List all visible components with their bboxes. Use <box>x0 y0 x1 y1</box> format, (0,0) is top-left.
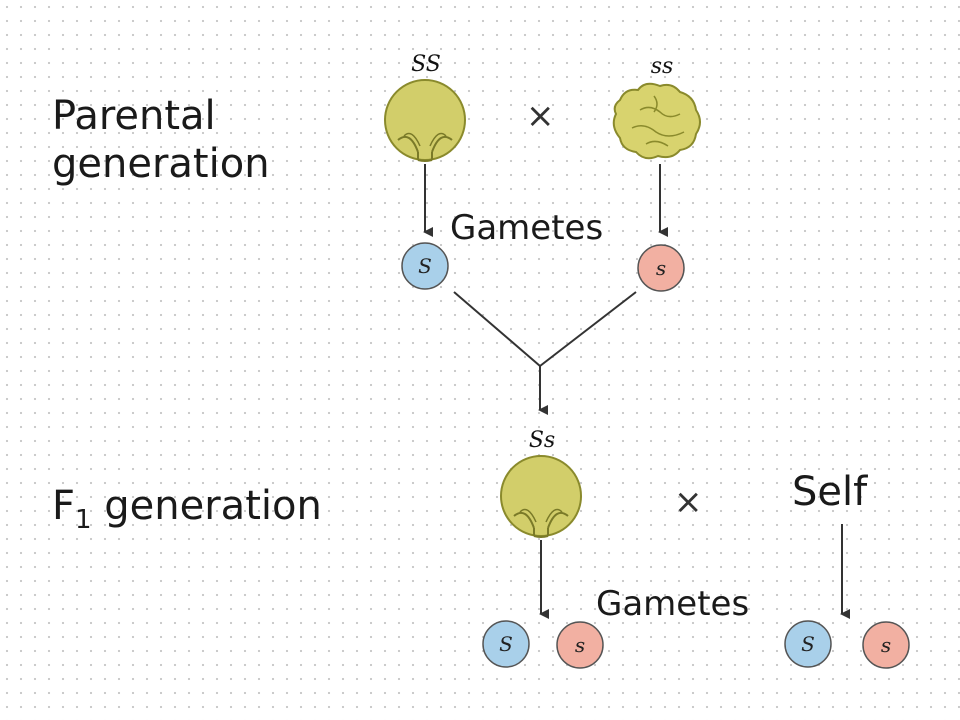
smooth-seed-f1-icon <box>500 455 582 538</box>
smooth-seed-parent-icon <box>384 79 466 162</box>
f1-label-f: F <box>52 483 76 529</box>
f1-cross-symbol: × <box>674 482 703 522</box>
f1-label-rest: generation <box>91 483 322 529</box>
parental-label-line2: generation <box>52 141 270 187</box>
gamete-dominant-parent-icon: S <box>401 242 449 290</box>
parent-right-genotype: ss <box>650 54 674 79</box>
gamete-recessive-f1-icon: s <box>556 621 604 669</box>
parental-gametes-label: Gametes <box>450 208 604 248</box>
f1-generation-label: F1 generation <box>52 482 322 544</box>
gamete-recessive-parent-icon: s <box>637 244 685 292</box>
f1-gamete-4-text: s <box>881 633 891 657</box>
parent-left-genotype: SS <box>411 52 441 77</box>
f1-label-subscript: 1 <box>75 505 92 535</box>
f1-gamete-1-text: S <box>499 632 513 656</box>
gamete-dominant-f1-icon: S <box>482 620 530 668</box>
f1-gamete-3-text: S <box>801 632 815 656</box>
wrinkled-seed-parent-icon <box>612 82 701 160</box>
parental-cross-symbol: × <box>526 96 555 136</box>
parental-label-line1: Parental <box>52 93 216 139</box>
f1-gametes-label: Gametes <box>596 584 750 624</box>
self-label: Self <box>792 469 868 515</box>
fertilization-line-right <box>539 291 637 367</box>
f1-gamete-2-text: s <box>575 633 585 657</box>
parental-generation-label: Parental generation <box>52 92 270 188</box>
gamete-S-text: S <box>418 254 432 278</box>
gamete-s-text: s <box>656 256 666 280</box>
f1-genotype: Ss <box>528 428 556 453</box>
fertilization-line-left <box>453 291 541 367</box>
gamete-recessive-self-icon: s <box>862 621 910 669</box>
gamete-dominant-self-icon: S <box>784 620 832 668</box>
